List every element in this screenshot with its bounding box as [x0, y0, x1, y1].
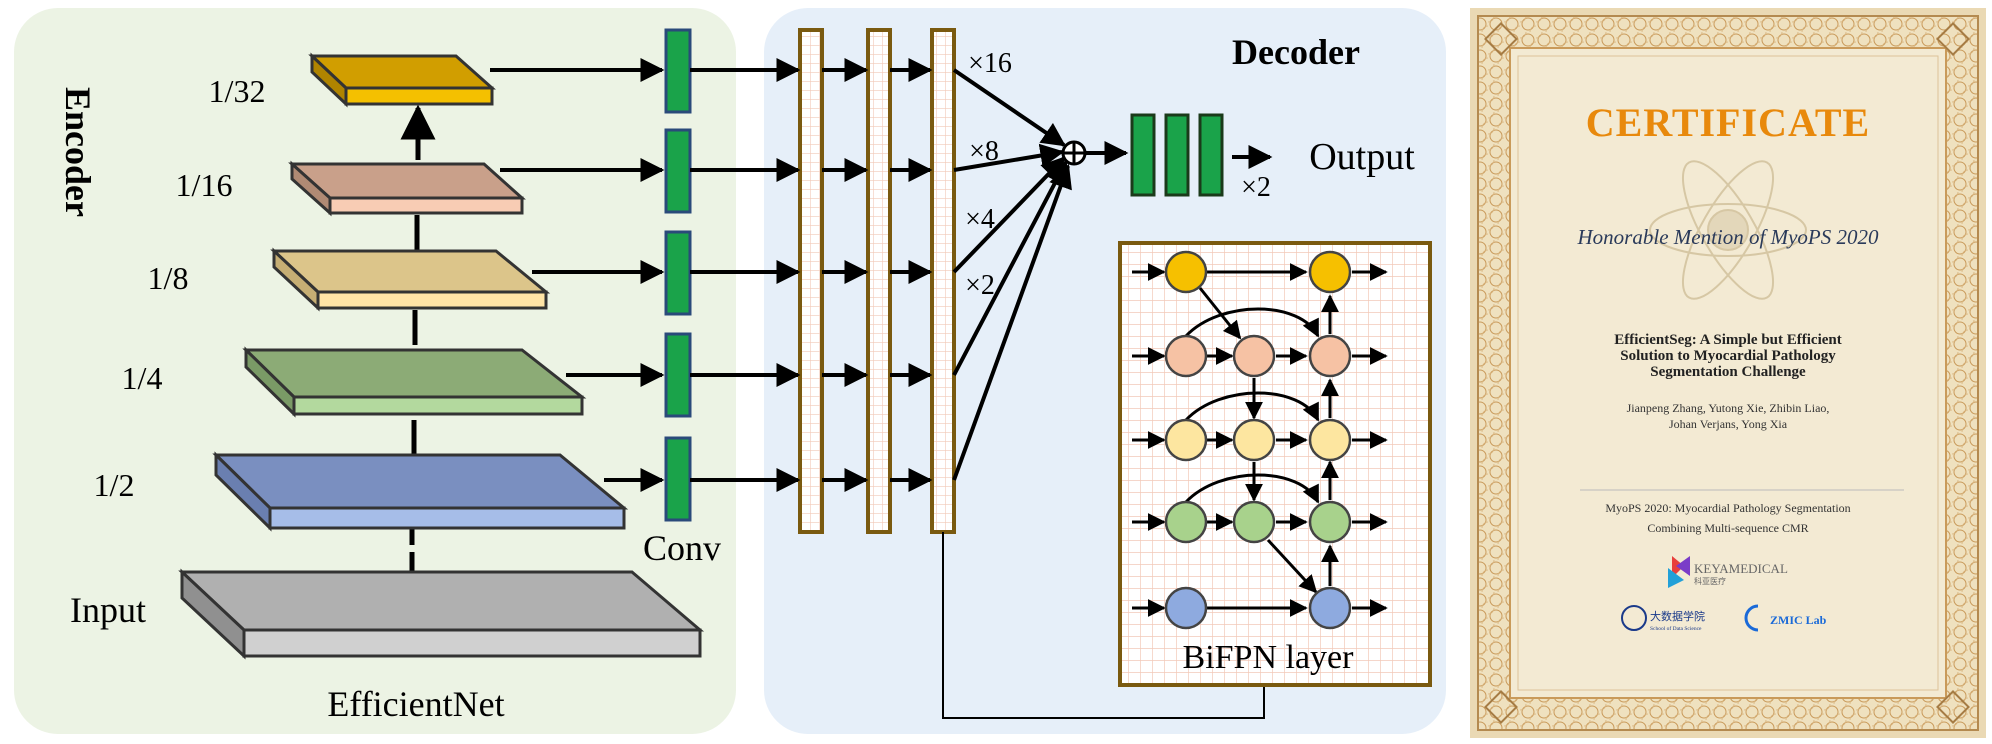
corner-ornament — [1484, 690, 1518, 724]
output-label: Output — [1309, 136, 1415, 178]
input-label: Input — [70, 590, 146, 630]
paper-title-line: Segmentation Challenge — [1650, 364, 1806, 380]
bifpn-column — [930, 28, 956, 534]
bifpn-node — [1164, 418, 1208, 462]
feature-slab-1-4 — [242, 346, 587, 418]
scale-label-1-4: 1/4 — [122, 360, 163, 396]
sponsor-logo-subtext: 科亚医疗 — [1694, 576, 1726, 586]
bifpn-node — [1308, 250, 1352, 294]
lab-logo-icon — [1744, 604, 1759, 632]
certificate-inner-rule — [1517, 55, 1939, 691]
bifpn-node — [1232, 418, 1276, 462]
encoder-panel: Encoder — [14, 8, 736, 734]
school-seal-icon — [1621, 605, 1647, 631]
bifpn-label: BiFPN layer — [1183, 639, 1355, 676]
scale-label-1-16: 1/16 — [176, 167, 233, 203]
encoder-title: Encoder — [58, 87, 98, 217]
conv-block — [1198, 113, 1224, 197]
bifpn-node — [1308, 500, 1352, 544]
input-slab — [178, 568, 705, 660]
upsample-label-x2: ×2 — [965, 270, 995, 301]
event-line: Combining Multi-sequence CMR — [1647, 521, 1808, 535]
scale-label-1-32: 1/32 — [209, 73, 266, 109]
conv-block — [664, 230, 692, 316]
bifpn-node — [1164, 250, 1208, 294]
bifpn-node — [1308, 418, 1352, 462]
scale-label-1-8: 1/8 — [148, 260, 189, 296]
backbone-label: EfficientNet — [327, 684, 504, 724]
sponsor-logo-text: KEYAMEDICAL — [1694, 561, 1788, 576]
fpn-arrows — [690, 58, 1072, 492]
bifpn-node — [1232, 334, 1276, 378]
bifpn-node — [1232, 500, 1276, 544]
conv-block — [1130, 113, 1156, 197]
scale-label-1-2: 1/2 — [94, 467, 135, 503]
school-logo-subtext: School of Data Science — [1650, 625, 1702, 632]
paper-title-line: EfficientSeg: A Simple but Efficient — [1614, 332, 1842, 348]
conv-label: Conv — [643, 528, 721, 568]
bifpn-link — [942, 532, 1265, 719]
upsample-label-x4: ×4 — [965, 204, 995, 235]
conv-block — [664, 332, 692, 418]
atom-emblem-icon — [1649, 160, 1807, 300]
bifpn-node — [1308, 586, 1352, 630]
bifpn-detail: BiFPN layer — [1118, 241, 1432, 687]
paper-title-line: Solution to Myocardial Pathology — [1620, 348, 1836, 364]
conv-block — [1164, 113, 1190, 197]
bifpn-node — [1164, 586, 1208, 630]
corner-ornament — [1484, 22, 1518, 56]
bifpn-node — [1164, 334, 1208, 378]
upsample-label-x16: ×16 — [968, 48, 1012, 79]
upsample-label-x8: ×8 — [969, 136, 999, 167]
bifpn-column — [798, 28, 824, 534]
conv-block — [664, 28, 692, 114]
school-logo-text: 大数据学院 — [1650, 609, 1705, 623]
sum-node — [1061, 140, 1087, 166]
corner-ornament — [1936, 690, 1970, 724]
lab-logo-text: ZMIC Lab — [1770, 613, 1827, 627]
feature-slab-1-32 — [308, 52, 496, 108]
event-line: MyoPS 2020: Myocardial Pathology Segment… — [1605, 501, 1850, 515]
certificate: CERTIFICATE Honorable Mention of MyoPS 2… — [1470, 8, 1986, 738]
certificate-inner — [1509, 47, 1947, 699]
decoder-title: Decoder — [1232, 32, 1360, 72]
corner-ornament — [1936, 22, 1970, 56]
bifpn-node — [1308, 334, 1352, 378]
output-head — [1130, 113, 1224, 197]
certificate-heading: CERTIFICATE — [1586, 100, 1870, 145]
conv-blocks — [664, 28, 692, 522]
bifpn-node — [1164, 500, 1208, 544]
bifpn-column — [866, 28, 892, 534]
feature-slab-1-2 — [212, 451, 629, 532]
keyamedical-logo-icon — [1668, 556, 1690, 588]
output-factor-label: ×2 — [1241, 172, 1271, 203]
author-line: Jianpeng Zhang, Yutong Xie, Zhibin Liao, — [1627, 401, 1830, 415]
author-line: Johan Verjans, Yong Xia — [1669, 417, 1788, 431]
conv-block — [664, 128, 692, 214]
bifpn-stack — [798, 28, 956, 534]
conv-block — [664, 436, 692, 522]
feature-slab-1-16 — [288, 160, 526, 217]
award-title: Honorable Mention of MyoPS 2020 — [1577, 225, 1879, 249]
feature-slab-1-8 — [270, 247, 551, 312]
